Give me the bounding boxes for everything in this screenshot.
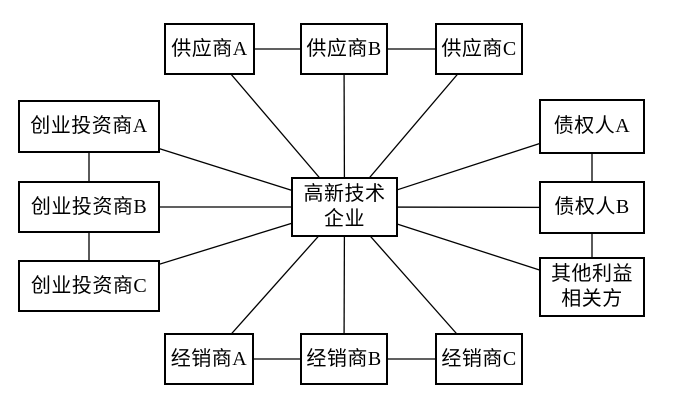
node-dealer-c-label: 经销商C: [441, 347, 517, 370]
node-creditor-b-label: 债权人B: [554, 196, 630, 218]
node-other-stakeholder-label: 其他利益 相关方: [551, 263, 633, 310]
node-other-stakeholder: 其他利益 相关方: [539, 257, 645, 317]
node-dealer-c: 经销商C: [435, 333, 523, 385]
node-investor-a: 创业投资商A: [18, 100, 160, 153]
node-investor-b: 创业投资商B: [18, 181, 160, 233]
node-investor-c-label: 创业投资商C: [30, 274, 148, 297]
node-supplier-b: 供应商B: [300, 23, 388, 75]
node-dealer-b: 经销商B: [300, 333, 388, 385]
node-center-enterprise-label: 高新技术 企业: [303, 183, 386, 230]
node-investor-c: 创业投资商C: [18, 260, 160, 312]
node-supplier-a: 供应商A: [164, 23, 255, 75]
node-dealer-b-label: 经销商B: [306, 347, 382, 370]
node-creditor-b: 债权人B: [539, 181, 645, 234]
node-supplier-c: 供应商C: [435, 23, 523, 75]
node-creditor-a: 债权人A: [539, 99, 645, 154]
node-investor-b-label: 创业投资商B: [30, 195, 148, 218]
node-center-enterprise: 高新技术 企业: [291, 177, 398, 237]
node-dealer-a: 经销商A: [164, 333, 254, 385]
node-creditor-a-label: 债权人A: [553, 115, 631, 137]
node-supplier-c-label: 供应商C: [441, 37, 517, 60]
node-investor-a-label: 创业投资商A: [30, 115, 148, 137]
node-supplier-b-label: 供应商B: [306, 37, 382, 60]
node-supplier-a-label: 供应商A: [171, 37, 248, 60]
node-dealer-a-label: 经销商A: [170, 347, 248, 370]
